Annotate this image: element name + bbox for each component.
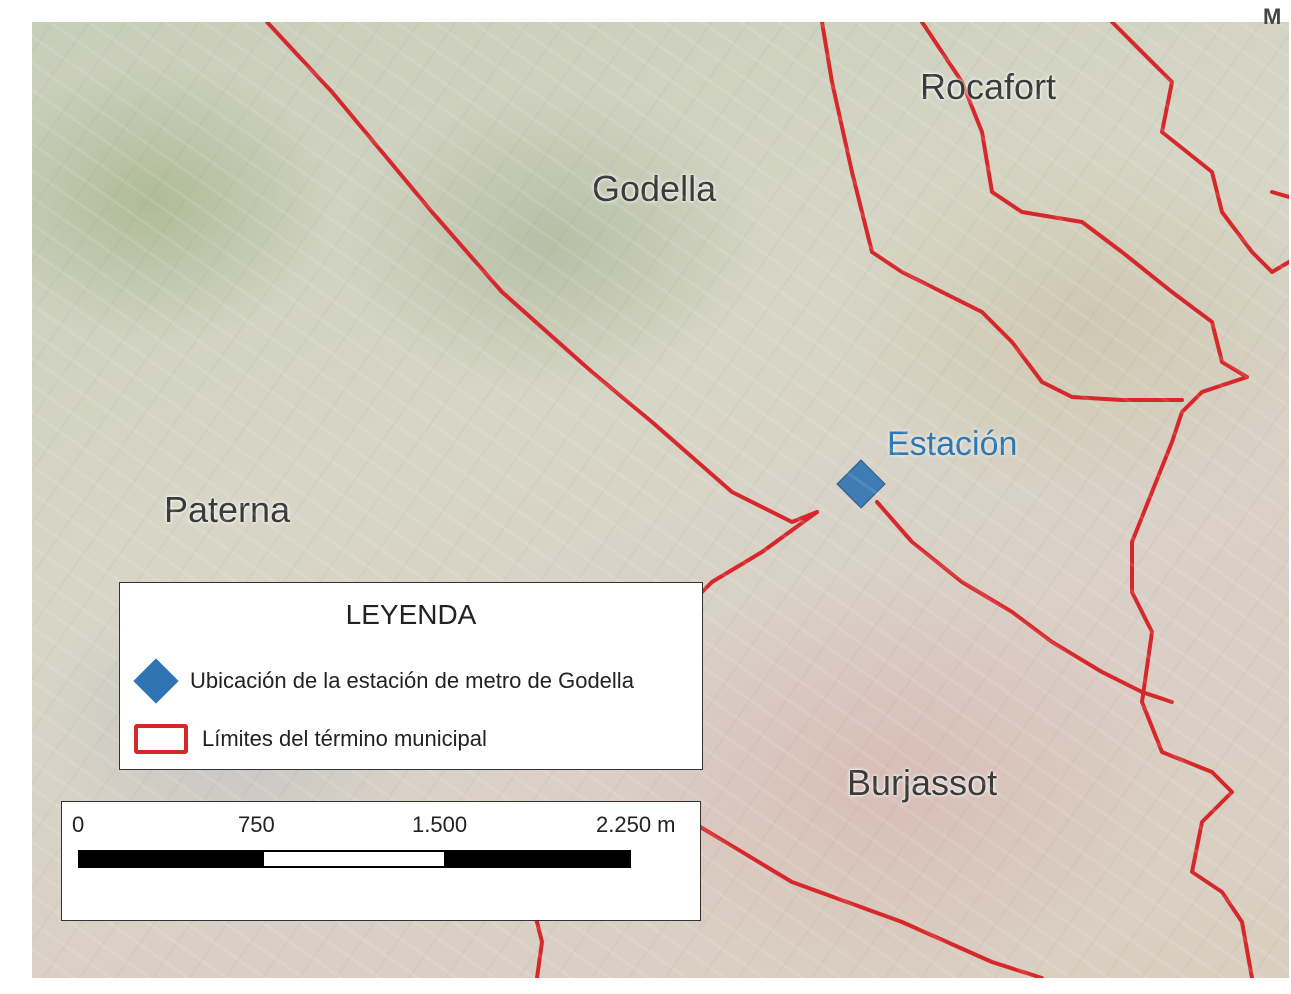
town-label-rocafort: Rocafort <box>920 66 1057 107</box>
boundary-godella-east <box>940 290 1184 402</box>
boundary-east <box>1130 375 1254 978</box>
legend-title: LEYENDA <box>345 599 477 630</box>
boundary-layer <box>265 22 1289 978</box>
town-label-godella: Godella <box>592 168 717 209</box>
scale-tick-2250: 2.250 m <box>596 812 676 837</box>
map-view[interactable]: Rocafort Godella Paterna Burjassot Estac… <box>32 22 1289 978</box>
scale-segment-3 <box>445 850 631 868</box>
legend-item-boundary: Límites del término municipal <box>134 719 487 759</box>
town-label-burjassot: Burjassot <box>847 762 998 803</box>
red-outline-rectangle-icon <box>134 724 188 754</box>
scale-segment-2 <box>262 850 446 868</box>
town-label-paterna: Paterna <box>164 489 291 530</box>
legend-item-label: Ubicación de la estación de metro de God… <box>190 668 634 693</box>
boundary-rocafort-corner <box>1270 190 1289 199</box>
scale-tick-1500: 1.500 <box>412 812 468 837</box>
boundary-rocafort <box>920 22 1249 379</box>
boundary-burjassot-south <box>690 820 1044 978</box>
station-label: Estación <box>887 425 1018 463</box>
legend-item-station: Ubicación de la estación de metro de God… <box>133 658 634 704</box>
boundary-rocafort-east <box>1110 22 1289 274</box>
legend-item-label: Límites del término municipal <box>202 726 487 751</box>
boundary-paterna-godella <box>265 22 819 524</box>
boundary-burjassot-northeast <box>875 500 1174 704</box>
map-corner-mark: M <box>1263 4 1282 29</box>
blue-diamond-icon <box>133 658 179 704</box>
legend-panel: LEYENDA Ubicación de la estación de metr… <box>119 582 703 770</box>
scale-tick-0: 0 <box>72 812 85 837</box>
scale-bar-panel: 0 750 1.500 2.250 m <box>61 801 701 921</box>
scale-tick-750: 750 <box>238 812 275 837</box>
scale-bar <box>78 850 631 868</box>
scale-segment-1 <box>78 850 263 868</box>
station-diamond-icon <box>836 459 886 509</box>
boundary-godella-west <box>820 22 944 294</box>
